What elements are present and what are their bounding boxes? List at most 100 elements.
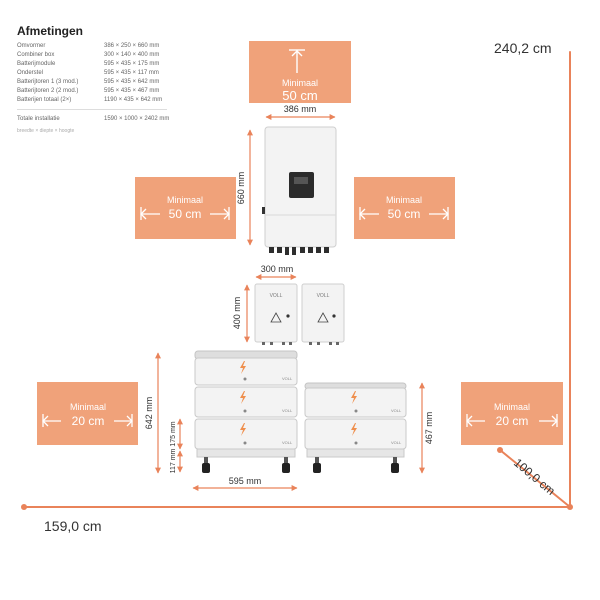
wheel-icon [391,457,399,473]
clearance-top-value: 50 cm [282,88,317,103]
clearance-right-inverter-label: Minimaal [386,195,422,205]
inverter-switch [262,207,265,214]
page-title: Afmetingen [17,24,83,38]
total-height-label: 240,2 cm [494,40,552,56]
clearance-left-battery-value: 20 cm [72,414,105,428]
clearance-right-inverter: Minimaal 50 cm [354,177,455,239]
arrow-left-icon [42,414,61,427]
brand-logo: VOLL [282,408,293,413]
base-height-label: 117 mm [170,448,177,473]
spec-note: breedte × diepte × hoogte [17,128,75,134]
warning-icon [317,312,329,323]
brand-logo: VOLL [270,293,283,299]
battery-module [304,387,407,418]
status-dot-icon [243,377,247,381]
brand-logo: VOLL [391,408,402,413]
brand-logo: VOLL [282,376,293,381]
battery-tower-2: VOLL VOLL [304,382,407,473]
status-dot-icon [243,409,247,413]
tower-height-label: 642 mm [144,397,154,430]
total-depth-label: 100,0 cm [511,456,558,498]
combiner-box-left: VOLL [254,283,298,345]
status-dot-icon [354,409,358,413]
total-depth-line [499,449,571,508]
combiner-width-label: 300 mm [261,264,294,274]
spec-label: Combiner box [17,52,55,58]
brand-logo: VOLL [317,293,330,299]
clearance-left-inverter: Minimaal 50 cm [135,177,236,239]
total-width-label: 159,0 cm [44,518,102,534]
spec-value: 595 × 435 × 467 mm [104,88,160,94]
brand-logo: VOLL [391,440,402,445]
clearance-left-battery: Minimaal 20 cm [37,382,138,445]
spec-value: 386 × 250 × 660 mm [104,43,160,49]
clearance-right-battery-value: 20 cm [496,414,529,428]
spec-label: Batterijtoren 2 (2 mod.) [17,88,79,94]
spec-value: 595 × 435 × 175 mm [104,61,160,67]
clearance-right-battery: Minimaal 20 cm [461,382,563,445]
spec-label: Batterijmodule [17,61,56,67]
width-end-dot [21,504,27,510]
clearance-top-label: Minimaal [282,78,318,88]
arrow-right-icon [114,414,133,427]
clearance-left-inverter-value: 50 cm [169,207,202,221]
lightning-icon [240,361,246,436]
spec-total-label: Totale installatie [17,116,60,122]
clearance-top: Minimaal 50 cm [249,41,351,103]
arrow-right-icon [210,207,230,220]
inverter-width-label: 386 mm [284,104,317,114]
corner-dot [567,504,573,510]
combiner-box-right: VOLL [301,283,345,345]
clearance-top-box [249,41,351,103]
tower2-height-label: 467 mm [424,412,434,445]
overall-frame [23,51,571,508]
indicator-icon [332,314,336,318]
clearance-right-inverter-box [354,177,455,239]
arrow-head-icon [291,50,303,57]
arrow-left-icon [359,207,379,220]
clearance-right-battery-label: Minimaal [494,402,530,412]
clearance-right-battery-box [461,382,563,445]
depth-end-dot [497,447,503,453]
battery-width-label: 595 mm [229,476,262,486]
clearance-left-inverter-label: Minimaal [167,195,203,205]
spec-value: 595 × 435 × 642 mm [104,79,160,85]
spec-label: Batterijen totaal (2×) [17,97,72,103]
clearance-left-inverter-box [135,177,236,239]
inverter [262,126,337,255]
arrow-right-icon [429,207,449,220]
inverter-screen [294,177,308,184]
wheel-icon [202,457,210,473]
battery-module [194,386,298,418]
clearance-left-battery-box [37,382,138,445]
status-dot-icon [243,441,247,445]
arrow-left-icon [466,414,485,427]
wheel-icon [282,457,290,473]
indicator-icon [286,314,290,318]
spec-value: 1190 × 435 × 642 mm [104,97,163,103]
spec-label: Batterijtoren 1 (3 mod.) [17,79,79,85]
warning-icon [270,312,282,323]
spec-label: Omvormer [17,43,46,49]
lightning-icon [351,391,357,436]
battery-base [306,448,405,458]
wheel-icon [313,457,321,473]
inverter-display [289,172,314,198]
clearance-right-inverter-value: 50 cm [388,207,421,221]
module-height-label: 175 mm [170,421,177,446]
battery-module [194,357,298,386]
divider [17,109,167,110]
inverter-height-label: 660 mm [236,172,246,205]
spec-value: 595 × 435 × 117 mm [104,70,159,76]
brand-logo: VOLL [282,440,293,445]
spec-label: Onderstel [17,70,44,76]
battery-tower-1: VOLL VOLL VOLL [194,350,298,473]
status-dot-icon [354,441,358,445]
combiner-height-label: 400 mm [232,297,242,330]
arrow-right-icon [539,414,558,427]
spec-total-value: 1590 × 1000 × 2402 mm [104,116,170,122]
inverter-connectors [269,247,329,255]
battery-base [196,448,296,458]
arrow-left-icon [140,207,160,220]
